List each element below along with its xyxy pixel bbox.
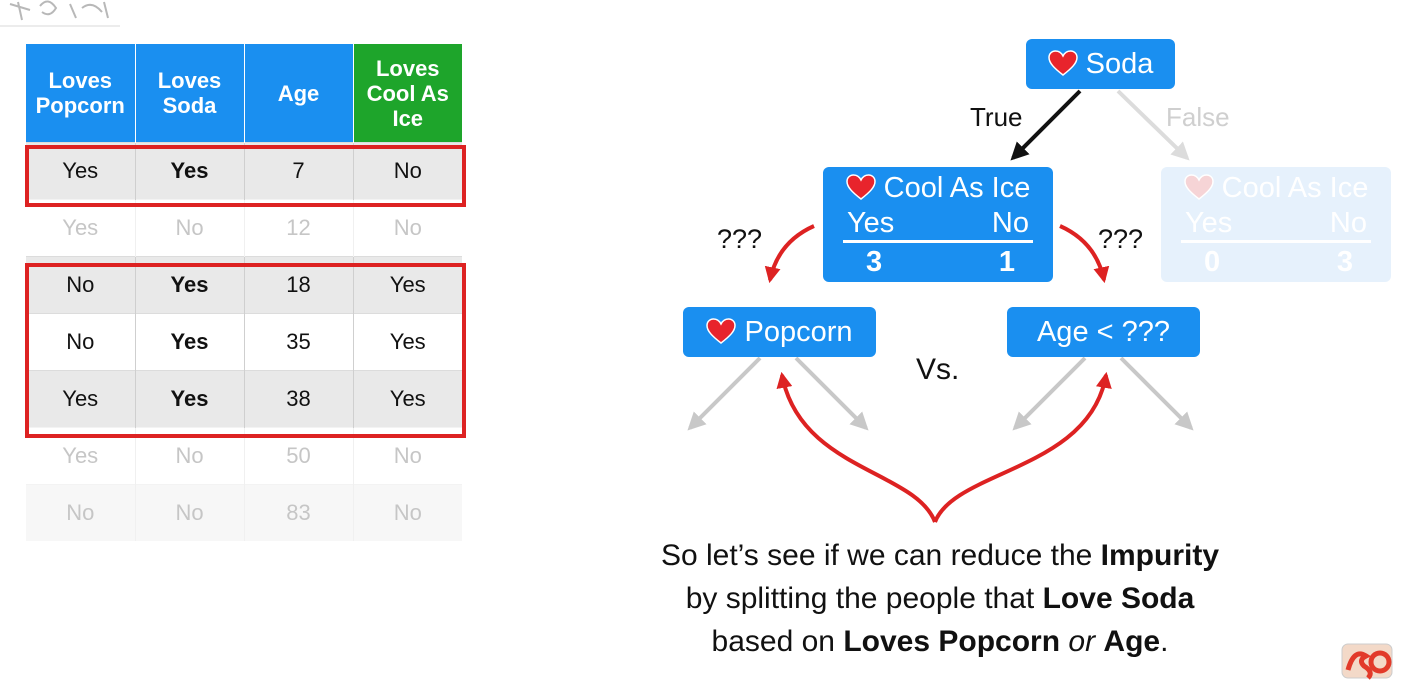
heart-icon	[1047, 50, 1078, 76]
leaf-node-label: Cool As Ice	[1221, 172, 1369, 204]
table-row: Yes Yes 7 No	[26, 142, 462, 200]
table-cell: Yes	[352, 370, 462, 428]
table-row: Yes No 12 No	[26, 199, 462, 257]
heart-icon	[1183, 174, 1214, 200]
question-label-right: ???	[1098, 224, 1144, 254]
table-cell: 83	[243, 484, 353, 541]
true-edge-label: True	[970, 102, 1023, 132]
candidate-age-label: Age < ???	[1036, 316, 1171, 348]
table-cell: 38	[243, 370, 353, 428]
leaf-count-no: 1	[998, 246, 1015, 278]
table-cell: Yes	[352, 313, 462, 371]
table-cell: No	[134, 484, 244, 541]
brace-left-arrow	[776, 371, 937, 523]
leaf-node-true: Cool As Ice Yes No 3 1	[823, 167, 1053, 282]
candidate-node-popcorn: Popcorn	[683, 307, 876, 357]
table-cell: Yes	[134, 370, 244, 428]
table-cell: No	[134, 199, 244, 257]
brace-right-arrow	[933, 371, 1112, 523]
caption-text: So let’s see if we can reduce the Impuri…	[560, 534, 1320, 663]
candidate-node-age: Age < ???	[1007, 307, 1200, 357]
channel-logo-icon	[1341, 643, 1393, 680]
table-cell: Yes	[134, 142, 244, 200]
leaf-divider	[1181, 240, 1371, 243]
false-edge-arrow	[1116, 89, 1190, 161]
leaf-col-no: No	[991, 207, 1029, 239]
table-cell: 35	[243, 313, 353, 371]
table-cell: No	[352, 484, 462, 541]
popcorn-left-arrow	[687, 356, 762, 431]
table-row: Yes Yes 38 Yes	[26, 370, 462, 428]
leaf-col-yes: Yes	[847, 207, 895, 239]
heart-icon	[845, 174, 876, 200]
table-cell: 12	[243, 199, 353, 257]
heart-icon	[706, 318, 737, 344]
leaf-count-yes: 3	[866, 246, 883, 278]
table-cell: No	[26, 313, 135, 371]
table-row: No No 83 No	[26, 484, 462, 541]
leaf-node-false: Cool As Ice Yes No 0 3	[1161, 167, 1391, 282]
leaf-col-no: No	[1329, 207, 1367, 239]
candidate-popcorn-label: Popcorn	[744, 316, 853, 348]
table-row: No Yes 35 Yes	[26, 313, 462, 371]
age-right-arrow	[1119, 356, 1194, 431]
table-cell: 7	[243, 142, 353, 200]
table-cell: Yes	[134, 313, 244, 371]
right-question-arrow	[1059, 224, 1110, 284]
left-question-arrow	[764, 224, 815, 284]
table-cell: Yes	[26, 199, 135, 257]
table-cell: Yes	[26, 142, 135, 200]
root-node-soda: Soda	[1026, 39, 1175, 89]
false-edge-label: False	[1166, 102, 1230, 132]
leaf-col-yes: Yes	[1185, 207, 1233, 239]
header-age: Age	[243, 44, 353, 143]
versus-label: Vs.	[916, 353, 960, 386]
popcorn-right-arrow	[794, 356, 869, 431]
table-cell: No	[352, 142, 462, 200]
table-cell: Yes	[26, 370, 135, 428]
caption-line-2: by splitting the people that Love Soda	[685, 582, 1195, 615]
leaf-node-label: Cool As Ice	[883, 172, 1031, 204]
leaf-count-no: 3	[1336, 246, 1353, 278]
corner-doodle-icon	[0, 0, 120, 27]
age-left-arrow	[1012, 356, 1087, 431]
leaf-count-yes: 0	[1204, 246, 1221, 278]
caption-line-1: So let’s see if we can reduce the Impuri…	[660, 539, 1220, 572]
leaf-divider	[843, 240, 1033, 243]
root-node-label: Soda	[1085, 48, 1154, 80]
question-label-left: ???	[717, 224, 763, 254]
true-edge-arrow	[1010, 89, 1082, 161]
table-cell: No	[26, 484, 135, 541]
caption-line-3: based on Loves Popcorn or Age.	[711, 625, 1169, 658]
table-cell: No	[352, 199, 462, 257]
